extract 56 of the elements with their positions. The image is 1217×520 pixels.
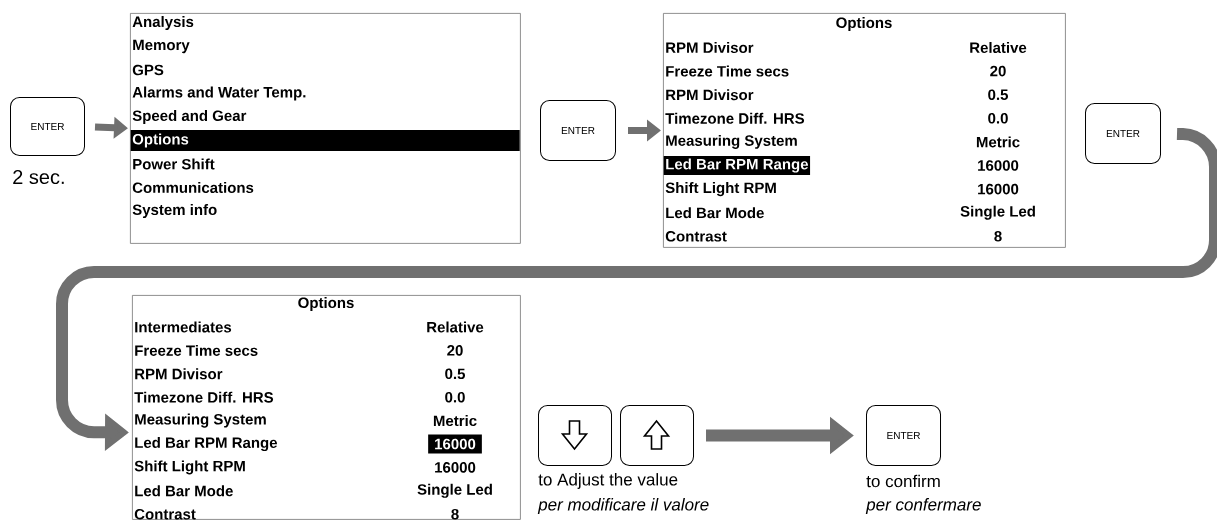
setting-value: Relative	[427, 321, 484, 333]
menu-item: System info	[132, 204, 217, 218]
menu-item: Alarms and Water Temp.	[132, 86, 306, 101]
screen-title: Options	[836, 17, 892, 31]
setting-value: 16000	[978, 183, 1019, 195]
setting-name: Led Bar Mode	[135, 485, 233, 497]
setting-name: Contrast	[134, 508, 196, 520]
setting-name: Timezone Diff. HRS	[134, 391, 274, 403]
setting-name: Contrast	[665, 231, 727, 242]
setting-name: Freeze Time secs	[666, 65, 789, 77]
setting-value: 0.5	[445, 368, 465, 380]
setting-name: Led Bar RPM Range	[135, 437, 278, 452]
setting-name: Measuring System	[135, 413, 266, 428]
menu-item: Memory	[133, 39, 190, 54]
setting-value: 16000	[978, 160, 1019, 171]
caption-text: to Adjust the value	[538, 473, 678, 489]
setting-name: Timezone Diff. HRS	[665, 112, 805, 124]
duration-label: 2 sec.	[13, 169, 64, 185]
setting-value: 0.0	[988, 113, 1008, 124]
setting-value: 20	[990, 65, 1006, 77]
setting-value: Metric	[976, 136, 1020, 148]
highlighted-setting-name: Led Bar RPM Range	[663, 156, 811, 175]
menu-item: Communications	[132, 182, 254, 193]
caption-text: per modificare il valore	[537, 498, 709, 514]
caption-text: to confirm	[866, 474, 940, 488]
setting-value: 8	[451, 508, 459, 520]
key-button: ENTER	[1085, 103, 1161, 164]
key-button: ENTER	[866, 405, 941, 466]
setting-name: RPM Divisor	[135, 368, 223, 380]
setting-value: 0.5	[988, 89, 1008, 100]
setting-name: Intermediates	[135, 321, 232, 333]
menu-item: Analysis	[132, 16, 194, 30]
key-button: ENTER	[10, 97, 85, 156]
setting-value: Single Led	[417, 483, 492, 498]
setting-name: Shift Light RPM	[665, 182, 776, 197]
caption-text: per confermare	[865, 498, 981, 514]
setting-value: 16000	[435, 462, 476, 473]
setting-name: Freeze Time secs	[135, 344, 258, 356]
key-button: ENTER	[540, 100, 616, 161]
menu-item: Speed and Gear	[132, 110, 247, 124]
menu-item: GPS	[132, 64, 164, 76]
menu-item: Power Shift	[133, 158, 215, 170]
setting-value: 20	[447, 345, 463, 356]
setting-name: Measuring System	[666, 134, 797, 149]
setting-value: Relative	[970, 42, 1027, 53]
setting-name: RPM Divisor	[666, 42, 754, 53]
setting-value: Single Led	[960, 205, 1035, 220]
highlighted-menu-item: Options	[130, 130, 520, 151]
setting-value: Metric	[433, 415, 477, 427]
setting-name: Shift Light RPM	[134, 460, 245, 475]
highlighted-value: 16000	[428, 434, 482, 454]
screen-title: Options	[298, 297, 354, 311]
setting-name: Led Bar Mode	[666, 207, 764, 219]
setting-name: RPM Divisor	[666, 89, 754, 101]
setting-value: 0.0	[445, 391, 465, 403]
setting-value: 8	[994, 231, 1002, 242]
